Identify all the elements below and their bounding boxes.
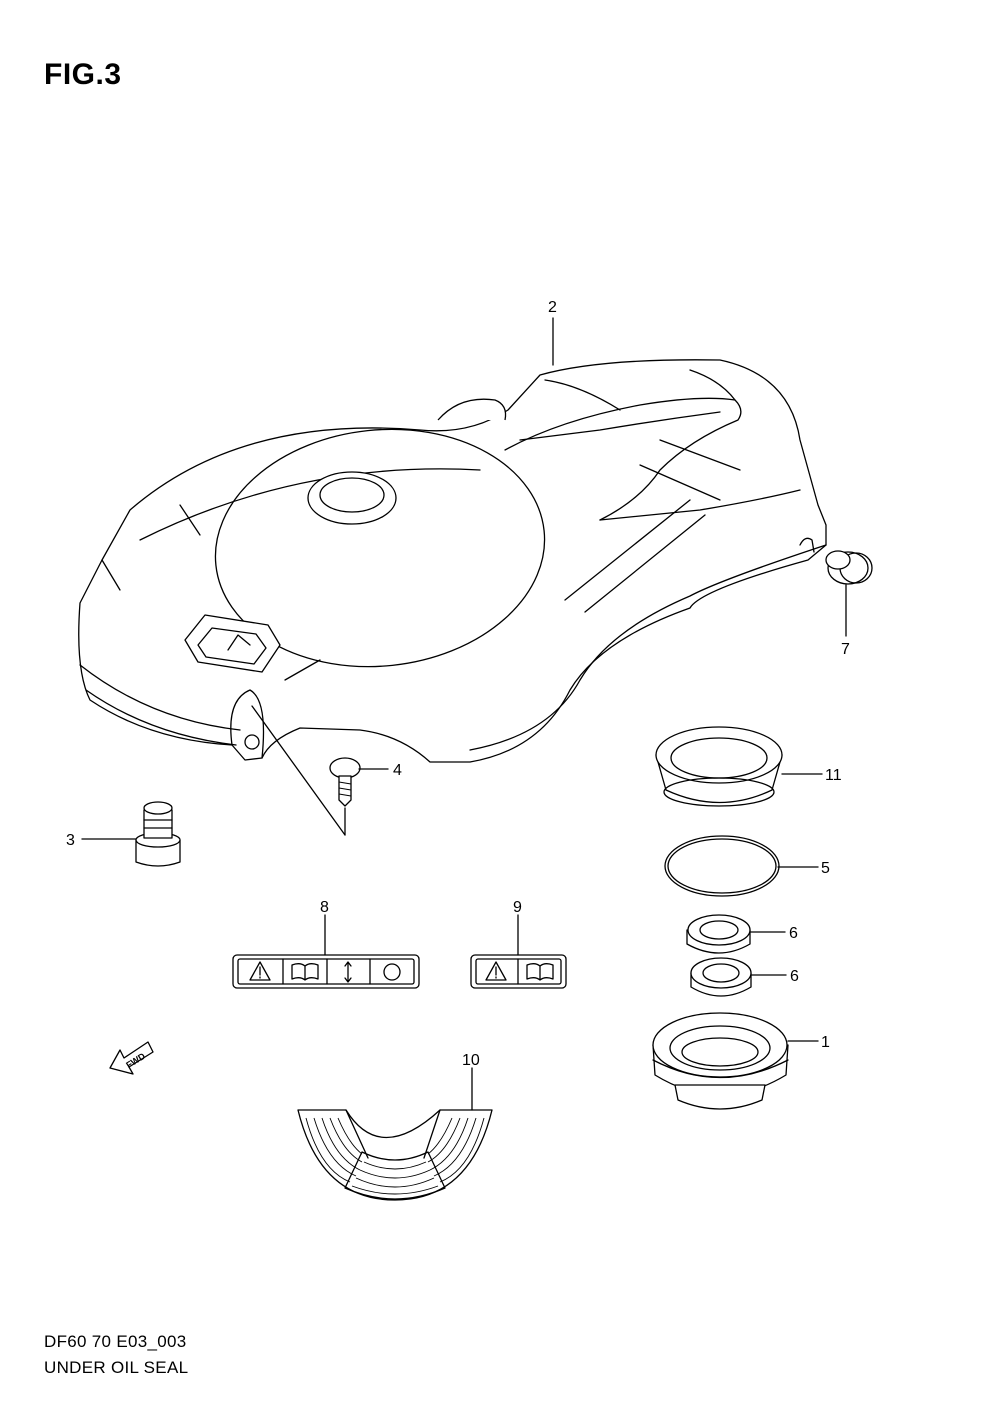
callout-6a: 6 [789,925,798,942]
callout-1: 1 [821,1034,830,1051]
part-9-caution-label[interactable] [470,954,567,989]
callout-numbers: 2 7 3 4 11 5 6 6 1 8 9 10 [66,299,850,1069]
part-3-plug[interactable] [135,801,181,867]
leader-lines [81,317,847,1111]
callout-5: 5 [821,860,830,877]
warning-triangle-icon [249,961,271,981]
part-7-grommet[interactable] [825,550,873,585]
part-2-under-cover[interactable] [78,359,827,763]
callout-8: 8 [320,899,329,916]
part-6-oil-seal-b[interactable] [690,957,752,997]
callout-10: 10 [462,1052,480,1069]
callout-4: 4 [393,762,402,779]
rotation-icon [383,963,401,981]
callout-3: 3 [66,832,75,849]
diagram-caption: UNDER OIL SEAL [44,1358,189,1377]
warning-triangle-icon [485,961,507,981]
callout-6b: 6 [790,968,799,985]
callout-2: 2 [548,299,557,316]
part-8-caution-label[interactable] [232,954,420,989]
callout-9: 9 [513,899,522,916]
part-11-seal-housing[interactable] [655,726,783,807]
manual-book-icon [291,963,319,981]
part-5-o-ring[interactable] [664,835,780,897]
callout-7: 7 [841,641,850,658]
figure-title: FIG.3 [44,58,122,91]
part-10-decal[interactable] [297,1109,493,1201]
forward-direction-arrow: FWD [109,1041,154,1075]
manual-book-icon [526,963,554,981]
part-6-oil-seal-a[interactable] [686,914,751,954]
up-down-arrow-icon [344,961,352,983]
callout-11: 11 [825,767,842,784]
part-1-seal-holder[interactable] [652,1012,789,1110]
diagram-code: DF60 70 E03_003 [44,1332,187,1351]
part-4-screw[interactable] [329,757,361,807]
